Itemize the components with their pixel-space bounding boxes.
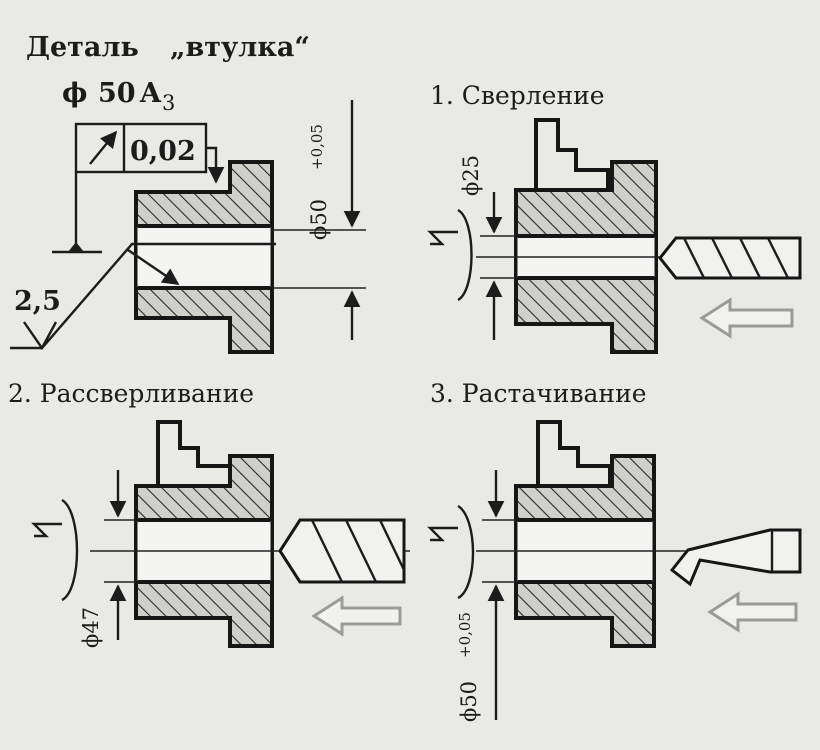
rotation-arrow-icon bbox=[31, 498, 79, 602]
step-2-title: 2. Рассверливание bbox=[8, 379, 254, 408]
title-part-name: „втулка“ bbox=[170, 32, 310, 63]
boring-bar bbox=[669, 528, 802, 587]
step-1-title: 1. Сверление bbox=[430, 81, 605, 110]
step-2-dimension: ϕ47 bbox=[79, 607, 103, 648]
bushing-bore bbox=[134, 224, 274, 290]
chuck-jaw bbox=[156, 420, 232, 486]
feed-arrow-icon bbox=[707, 591, 798, 633]
core-drill bbox=[278, 518, 406, 584]
title-prefix: Деталь bbox=[26, 32, 139, 63]
rotation-arrow-icon bbox=[427, 208, 473, 302]
page-title: Деталь „втулка“ bbox=[26, 32, 310, 63]
part-diameter-value: 50 bbox=[98, 78, 136, 109]
runout-tolerance: 0,02 bbox=[130, 136, 196, 167]
step-3-title: 3. Растачивание bbox=[430, 379, 647, 408]
step-drilling: 1. Сверление ϕ25 bbox=[427, 81, 802, 354]
step-3-dimension: ϕ50 bbox=[457, 681, 481, 722]
feed-arrow-icon bbox=[311, 595, 402, 637]
roughness-check-icon: 2,5 bbox=[10, 242, 276, 350]
part-diameter-symbol: ϕ bbox=[62, 78, 87, 109]
runout-tolerance-frame: 0,02 bbox=[52, 122, 225, 254]
part-dimension-tolerance: +0,05 bbox=[308, 124, 326, 170]
step-3-tolerance: +0,05 bbox=[456, 612, 474, 658]
chuck-jaw bbox=[534, 118, 610, 190]
chuck-jaw bbox=[536, 420, 612, 486]
runout-arrow-icon bbox=[89, 130, 118, 165]
part-fit-class: A bbox=[139, 78, 162, 109]
step-boring: 3. Растачивание ϕ50 +0,05 bbox=[427, 379, 802, 722]
part-fit-index: 3 bbox=[162, 91, 175, 115]
part-dimension: ϕ50 bbox=[307, 199, 331, 240]
drill-bit bbox=[658, 236, 802, 280]
part-drawing: ϕ 50 A 3 0,02 2,5 bbox=[10, 78, 366, 354]
rotation-arrow-icon bbox=[427, 504, 475, 600]
feed-arrow-icon bbox=[699, 297, 794, 339]
roughness-value: 2,5 bbox=[14, 286, 61, 317]
step-enlarging: 2. Рассверливание ϕ47 bbox=[8, 379, 410, 648]
step-1-dimension: ϕ25 bbox=[459, 155, 483, 196]
